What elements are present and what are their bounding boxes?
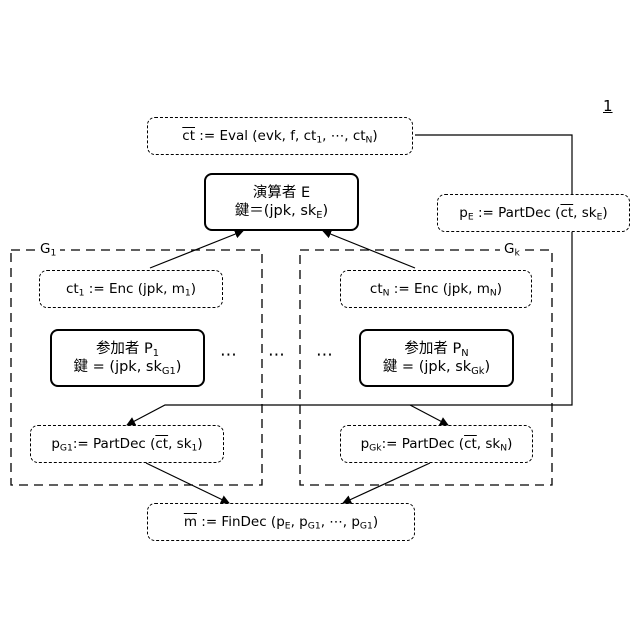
partdec-e-formula: pE := PartDec (ct, skE) [459, 205, 607, 221]
eval-box: ct := Eval (evk, f, ct1, ⋯, ctN) [147, 117, 413, 155]
partdec-gk-formula: pGk:= PartDec (ct, skN) [361, 436, 513, 452]
partdec-gk-box: pGk:= PartDec (ct, skN) [340, 425, 533, 463]
enc-1-formula: ct1 := Enc (jpk, m1) [66, 281, 196, 297]
figure-number: 1 [603, 97, 613, 115]
participant-n-title: 参加者 PN [404, 340, 468, 358]
partdec-g1-formula: pG1:= PartDec (ct, sk1) [51, 436, 202, 452]
enc-n-box: ctN := Enc (jpk, mN) [340, 270, 532, 308]
evaluator-title: 演算者 E [253, 184, 310, 202]
participant-n-box: 参加者 PN 鍵 = (jpk, skGk) [359, 329, 514, 387]
participant-1-box: 参加者 P1 鍵 = (jpk, skG1) [50, 329, 205, 387]
eval-formula: ct := Eval (evk, f, ct1, ⋯, ctN) [182, 128, 377, 144]
participant-1-key: 鍵 = (jpk, skG1) [74, 358, 182, 376]
line-eval-to-partdec-e [415, 135, 572, 194]
arrow-partdec-gk-to-findec [343, 463, 430, 503]
arrow-partdec-g1-to-findec [146, 463, 229, 503]
arrow-partdec-e-to-partdec-gk [410, 405, 448, 425]
participant-n-key: 鍵 = (jpk, skGk) [383, 358, 490, 376]
ellipsis-2: ⋯ [268, 345, 286, 365]
participant-1-title: 参加者 P1 [96, 340, 159, 358]
partdec-e-box: pE := PartDec (ct, skE) [437, 194, 630, 232]
group-label-g1: G1 [36, 243, 60, 257]
ellipsis-1: ⋯ [220, 345, 238, 365]
findec-formula: m := FinDec (pE, pG1, ⋯, pG1) [184, 514, 378, 530]
enc-n-formula: ctN := Enc (jpk, mN) [370, 281, 502, 297]
evaluator-key: 鍵＝(jpk, skE) [235, 202, 328, 220]
evaluator-box: 演算者 E 鍵＝(jpk, skE) [204, 173, 359, 231]
partdec-g1-box: pG1:= PartDec (ct, sk1) [30, 425, 224, 463]
group-label-gk: Gk [500, 243, 524, 257]
ellipsis-3: ⋯ [316, 345, 334, 365]
enc-1-box: ct1 := Enc (jpk, m1) [39, 270, 223, 308]
findec-box: m := FinDec (pE, pG1, ⋯, pG1) [147, 503, 415, 541]
